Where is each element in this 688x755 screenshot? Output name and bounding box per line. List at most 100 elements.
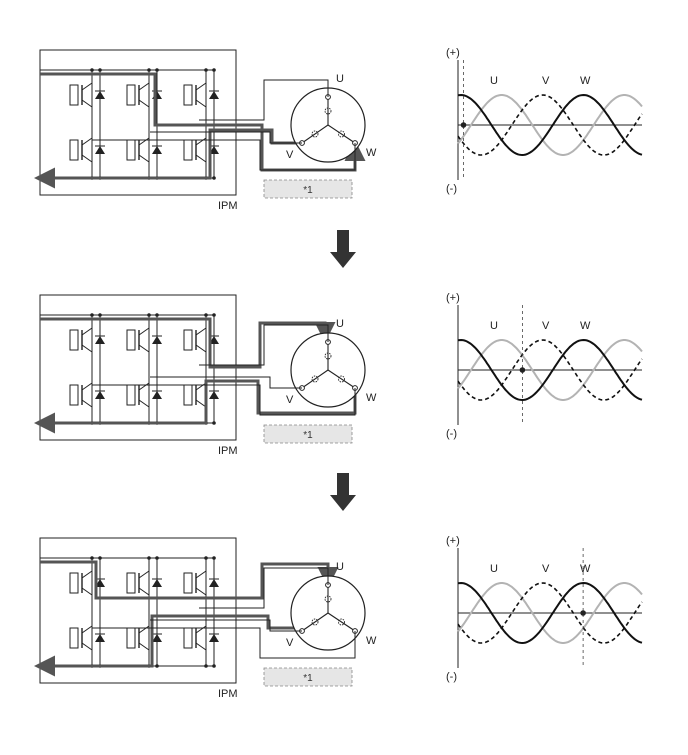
wave-series-v: [457, 582, 643, 644]
igbt-emitter: [81, 99, 93, 108]
wave-label-u: U: [490, 320, 498, 332]
wave-label-w: W: [580, 563, 591, 575]
wire-v: [150, 376, 302, 389]
junction-dot: [90, 313, 94, 317]
diode-icon: [95, 146, 105, 154]
igbt-collector: [138, 570, 150, 579]
igbt-emitter: [81, 344, 93, 353]
winding-v: [301, 124, 329, 144]
igbt-collector: [138, 137, 150, 146]
note-box: [263, 667, 353, 687]
igbt-collector: [195, 570, 207, 579]
igbt-gate-icon: [69, 384, 79, 406]
igbt-collector: [81, 570, 93, 579]
plus-label: (+): [446, 292, 460, 304]
diode-icon: [95, 336, 105, 344]
junction-dot: [212, 421, 216, 425]
wave-label-v: V: [542, 563, 550, 575]
label-w: W: [366, 635, 377, 647]
diode-icon: [152, 634, 162, 642]
down-arrow-icon: [330, 473, 356, 511]
igbt-emitter: [195, 154, 207, 163]
diode-icon: [152, 146, 162, 154]
igbt-gate-icon: [69, 84, 79, 106]
wave-series-w: [457, 94, 643, 156]
ipm-box: [39, 49, 237, 196]
igbt-gate-icon: [69, 139, 79, 161]
igbt-gate-icon: [69, 329, 79, 351]
note-label: *1: [303, 185, 313, 196]
junction-dot: [204, 664, 208, 668]
diode-icon: [209, 634, 219, 642]
coil-icon: [338, 130, 345, 138]
coil-icon: [311, 375, 319, 383]
junction-dot: [155, 68, 159, 72]
igbt-gate-icon: [126, 627, 136, 649]
note-box: [263, 179, 353, 199]
igbt-gate-icon: [183, 84, 193, 106]
igbt-emitter: [81, 642, 93, 651]
label-u: U: [336, 73, 344, 85]
down-arrow-icon: [330, 230, 356, 268]
wave-series-v: [457, 94, 643, 156]
junction-dot: [147, 313, 151, 317]
igbt-gate-icon: [183, 384, 193, 406]
wave-label-u: U: [490, 75, 498, 87]
igbt-collector: [81, 382, 93, 391]
coil-icon: [324, 107, 332, 115]
igbt-emitter: [138, 99, 150, 108]
igbt-collector: [81, 137, 93, 146]
coil-icon: [324, 352, 332, 360]
igbt-gate-icon: [126, 329, 136, 351]
igbt-collector: [195, 625, 207, 634]
junction-dot: [98, 313, 102, 317]
winding-w: [327, 612, 356, 632]
motor-winding: U V W: [91, 318, 377, 416]
coil-icon: [311, 130, 319, 138]
igbt-emitter: [195, 642, 207, 651]
diode-icon: [152, 579, 162, 587]
igbt-collector: [195, 82, 207, 91]
igbt-emitter: [81, 154, 93, 163]
igbt-collector: [138, 82, 150, 91]
junction-dot: [212, 313, 216, 317]
current-path-return: [34, 614, 302, 677]
label-w: W: [366, 392, 377, 404]
diode-icon: [95, 634, 105, 642]
igbt-emitter: [138, 344, 150, 353]
label-v: V: [286, 394, 294, 406]
igbt-emitter: [81, 399, 93, 408]
coil-icon: [338, 618, 345, 626]
igbt-collector: [138, 382, 150, 391]
igbt-collector: [195, 137, 207, 146]
igbt-gate-icon: [126, 84, 136, 106]
marker-dot: [580, 610, 586, 616]
wave-series-w: [457, 339, 643, 401]
junction-dot: [155, 313, 159, 317]
igbt-gate-icon: [126, 572, 136, 594]
label-v: V: [286, 149, 294, 161]
winding-w: [327, 369, 356, 389]
igbt-gate-icon: [69, 627, 79, 649]
wave-label-u: U: [490, 563, 498, 575]
igbt-emitter: [195, 399, 207, 408]
diode-icon: [209, 91, 219, 99]
minus-label: (-): [446, 671, 457, 683]
wave-series-u: [457, 93, 643, 157]
wire-u: [199, 79, 329, 121]
igbt-gate-icon: [126, 384, 136, 406]
label-u: U: [336, 318, 344, 330]
wave-series-u: [457, 581, 643, 645]
igbt-emitter: [138, 642, 150, 651]
junction-dot: [212, 68, 216, 72]
junction-dot: [212, 556, 216, 560]
plus-label: (+): [446, 47, 460, 59]
marker-dot: [460, 122, 467, 128]
junction-dot: [204, 556, 208, 560]
igbt-collector: [138, 625, 150, 634]
ipm-label: IPM: [218, 445, 238, 457]
